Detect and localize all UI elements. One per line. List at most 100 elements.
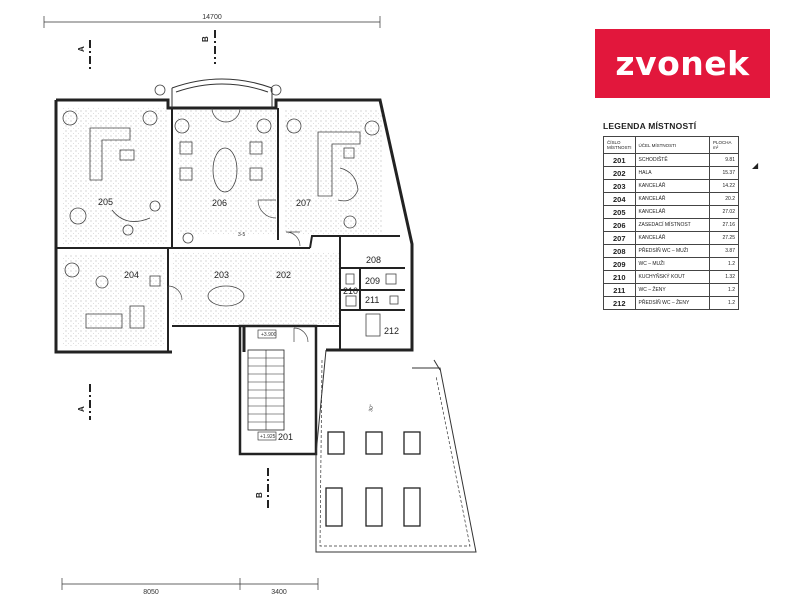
room-207-label: 207 [296, 198, 311, 208]
brand-logo: zvonek [595, 29, 770, 98]
legend-cell-area: 27.25 [709, 231, 739, 245]
dimension-bottom: 8050 3400 [61, 578, 319, 596]
legend-header-row: ČÍSLO MÍSTNOSTI ÚČEL MÍSTNOSTI PLOCHA m² [603, 136, 739, 154]
skylights [325, 431, 421, 527]
legend-cell-use: KANCELÁŘ [634, 192, 710, 206]
section-marker-b-top: B [201, 30, 216, 64]
interior-walls [56, 108, 405, 352]
legend-cell-area: 1.2 [709, 296, 739, 310]
legend-cell-use: HALA [634, 166, 710, 180]
legend-cell-use: KUCHYŇSKÝ KOUT [634, 270, 710, 284]
legend-cell-num: 210 [603, 270, 636, 284]
legend-cell-num: 211 [603, 283, 636, 297]
plants [62, 84, 380, 278]
legend-cell-num: 203 [603, 179, 636, 193]
legend-cell-num: 209 [603, 257, 636, 271]
legend-cell-area: 1.2 [709, 257, 739, 271]
legend-cell-num: 207 [603, 231, 636, 245]
pointer-arrow-icon: ◢ [752, 161, 759, 170]
level-tag-lower: +1.925 [260, 434, 276, 440]
legend-cell-use: KANCELÁŘ [634, 231, 710, 245]
room-labels: 201 202 203 204 205 206 207 208 209 210 … [98, 197, 399, 442]
room-208-label: 208 [366, 255, 381, 265]
legend-cell-area: 27.16 [709, 218, 739, 232]
legend-cell-num: 206 [603, 218, 636, 232]
exterior-walls [54, 98, 414, 354]
section-marker-a-bottom: A [77, 384, 91, 420]
legend-cell-use: KANCELÁŘ [634, 205, 710, 219]
floor-fill [62, 108, 382, 346]
room-210-label: 210 [343, 286, 358, 296]
legend-cell-use: ZASEDACÍ MÍSTNOST [634, 218, 710, 232]
legend-cell-area: 3.87 [709, 244, 739, 258]
brand-logo-text: zvonek [615, 44, 750, 83]
room-206-label: 206 [212, 198, 227, 208]
legend-cell-use: PŘEDSÍŇ WC – ŽENY [634, 296, 710, 310]
dimension-top: 14700 [43, 14, 381, 28]
section-b-label: B [201, 36, 210, 42]
legend-cell-area: 14.22 [709, 179, 739, 193]
section-a-label: A [77, 46, 86, 52]
dimension-top-label: 14700 [202, 14, 222, 21]
room-211-label: 211 [365, 295, 379, 305]
room-201-label: 201 [278, 432, 293, 442]
roof-angle-label: 30° [368, 404, 375, 412]
legend-cell-use: KANCELÁŘ [634, 179, 710, 193]
legend-cell-area: 15.37 [709, 166, 739, 180]
legend-cell-num: 202 [603, 166, 636, 180]
legend-cell-use: PŘEDSÍŇ WC – MUŽI [634, 244, 710, 258]
legend-cell-area: 20.2 [709, 192, 739, 206]
floor-plan: 14700 A B A B [43, 14, 477, 596]
legend-cell-use: WC – ŽENY [634, 283, 710, 297]
room-209-label: 209 [365, 276, 380, 286]
legend-cell-num: 204 [603, 192, 636, 206]
legend-cell-use: WC – MUŽI [634, 257, 710, 271]
legend-cell-num: 205 [603, 205, 636, 219]
legend-cell-area: 1.32 [709, 270, 739, 284]
legend-table: ČÍSLO MÍSTNOSTI ÚČEL MÍSTNOSTI PLOCHA m²… [603, 136, 739, 310]
door-note: 3-5 [238, 232, 245, 238]
level-tag-upper: +3.900 [261, 332, 277, 338]
room-legend: LEGENDA MÍSTNOSTÍ ČÍSLO MÍSTNOSTI ÚČEL M… [595, 121, 745, 310]
room-204-label: 204 [124, 270, 139, 280]
legend-header-num: ČÍSLO MÍSTNOSTI [603, 136, 636, 154]
room-212-label: 212 [384, 326, 399, 336]
dimension-bottom-right-label: 3400 [271, 589, 287, 596]
legend-header-area: PLOCHA m² [709, 136, 739, 154]
legend-cell-num: 201 [603, 153, 636, 167]
legend-header-use: ÚČEL MÍSTNOSTI [634, 136, 710, 154]
section-marker-a-top: A [77, 40, 91, 72]
legend-cell-num: 212 [603, 296, 636, 310]
room-203-label: 203 [214, 270, 229, 280]
legend-cell-num: 208 [603, 244, 636, 258]
section-b-label-bottom: B [255, 492, 264, 498]
legend-cell-area: 1.2 [709, 283, 739, 297]
legend-cell-use: SCHODIŠTĚ [634, 153, 710, 167]
bay-window [171, 78, 273, 108]
terrace [315, 349, 477, 553]
staircase [238, 324, 318, 456]
legend-title: LEGENDA MÍSTNOSTÍ [603, 121, 697, 131]
legend-cell-area: 9.81 [709, 153, 739, 167]
dimension-bottom-left-label: 8050 [143, 589, 159, 596]
doors [167, 107, 309, 343]
furniture [85, 127, 399, 337]
section-a-label-bottom: A [77, 406, 86, 412]
room-202-label: 202 [276, 270, 291, 280]
legend-cell-area: 27.02 [709, 205, 739, 219]
room-205-label: 205 [98, 197, 113, 207]
section-marker-b-bottom: B [255, 468, 269, 508]
